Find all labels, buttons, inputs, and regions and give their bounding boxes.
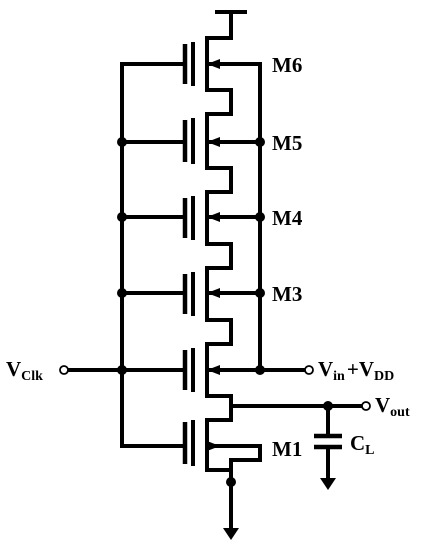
- label-m1: M1: [272, 437, 302, 461]
- label-vclk: VClk: [6, 357, 43, 384]
- bottom-ground: [223, 477, 239, 540]
- label-vin-vdd: Vin+VDD: [318, 357, 394, 384]
- label-m6: M6: [272, 53, 302, 77]
- label-m3: M3: [272, 282, 302, 306]
- label-cl: CL: [350, 431, 375, 458]
- label-vout: Vout: [375, 393, 410, 420]
- transistor-m5: [191, 112, 262, 194]
- top-rail-symbol: [205, 10, 247, 40]
- vin-vdd-input: [258, 365, 314, 375]
- label-m4: M4: [272, 206, 303, 230]
- transistor-m2: [191, 342, 262, 422]
- body-bus-right: [255, 62, 265, 375]
- label-m5: M5: [272, 131, 302, 155]
- transistor-m4: [191, 190, 262, 270]
- gate-bus-left: [117, 62, 187, 448]
- transistor-m3: [191, 266, 262, 346]
- load-capacitor: [314, 404, 342, 490]
- vclk-input: [59, 365, 124, 375]
- transistor-m6: [191, 36, 262, 116]
- vout-node: [229, 401, 371, 411]
- transistor-m1: [191, 418, 262, 484]
